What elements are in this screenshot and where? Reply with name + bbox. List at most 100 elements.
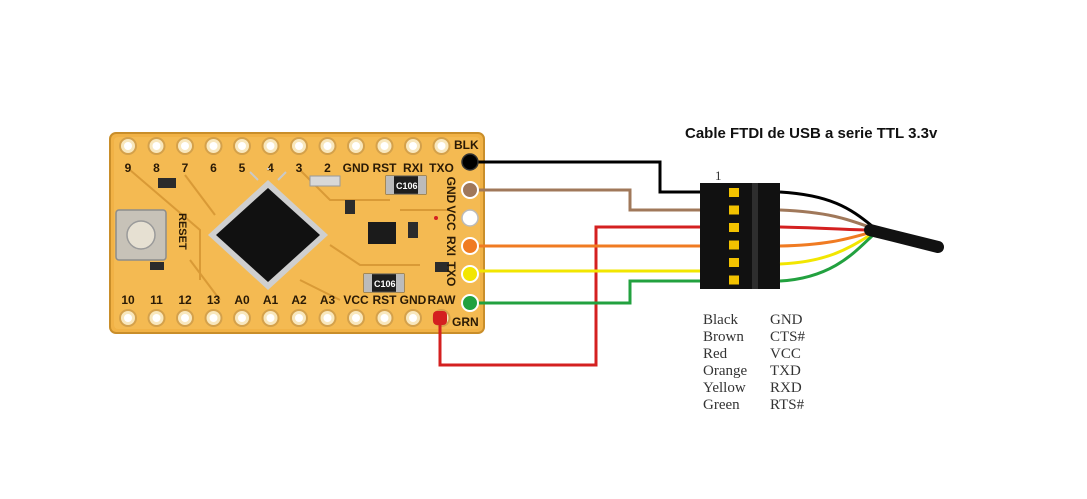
pin-hole-center <box>295 142 303 150</box>
bottom-pin-label: 13 <box>207 293 221 307</box>
top-pin-label: 3 <box>296 161 303 175</box>
pin-hole-center <box>152 142 161 150</box>
wire-color-legend: Black GND Brown CTS# Red VCC Orange TXD Yellow RX… <box>703 312 806 413</box>
microcontroller-chip <box>208 168 328 290</box>
legend-signal: RXD <box>770 380 802 396</box>
smd-component <box>435 262 449 272</box>
smd-component <box>345 200 355 214</box>
wire-label-grn: GRN <box>452 315 479 329</box>
smd-component <box>408 222 418 238</box>
pin-hole-center <box>124 314 132 322</box>
pin-hole-center <box>152 314 161 322</box>
pin-hole-center <box>238 142 246 150</box>
reset-label: RESET <box>176 213 188 250</box>
bottom-pin-label: A0 <box>234 293 250 307</box>
top-pin-label: 8 <box>153 161 160 175</box>
side-pin-label: RXI <box>444 236 458 256</box>
ftdi-connector: 1 <box>700 168 780 289</box>
pin-hole-center <box>295 314 303 322</box>
bottom-pin-label: VCC <box>343 293 369 307</box>
legend-color: Red <box>703 346 728 362</box>
legend-color: Orange <box>703 363 747 379</box>
pin-hole-center <box>124 142 132 150</box>
ftdi-cable <box>779 190 944 283</box>
pin-hole-center <box>409 142 417 150</box>
legend-signal: RTS# <box>770 397 805 413</box>
pin-hole-center <box>181 142 189 150</box>
connector-slot <box>729 188 739 197</box>
top-pin-label: GND <box>343 161 370 175</box>
side-pin-label: VCC <box>444 205 458 231</box>
bottom-pin-label: A1 <box>263 293 279 307</box>
capacitor-label: C106 <box>396 181 418 191</box>
orange-terminal <box>461 237 479 255</box>
led <box>434 216 438 220</box>
pin-hole-center <box>266 142 275 150</box>
pin-hole-center <box>238 314 246 322</box>
bottom-pin-label: 10 <box>121 293 135 307</box>
pin-hole-center <box>323 142 332 150</box>
top-pin-label: RST <box>373 161 398 175</box>
pin-hole-center <box>437 142 446 150</box>
pin-hole-center <box>380 314 389 322</box>
brown-terminal <box>461 181 479 199</box>
connector-slot <box>729 240 739 250</box>
legend-color: Black <box>703 312 738 328</box>
bottom-pin-holes <box>119 309 451 327</box>
bottom-pin-label: RAW <box>428 293 457 307</box>
bottom-pin-label: GND <box>400 293 427 307</box>
red-wire <box>438 225 700 367</box>
black-wire <box>470 160 700 194</box>
pin-hole-center <box>209 314 218 322</box>
pin-hole-center <box>209 142 218 150</box>
connector-slot <box>729 223 739 232</box>
green-terminal <box>461 294 479 312</box>
connector-slot <box>729 275 739 285</box>
yellow-terminal <box>461 265 479 283</box>
regulator <box>368 222 396 244</box>
side-terminals <box>433 153 479 325</box>
top-pin-label: 2 <box>324 161 331 175</box>
side-pin-label: TXO <box>444 262 458 287</box>
pin-one-marker: 1 <box>715 168 722 183</box>
capacitor-top: C106 <box>385 175 427 195</box>
legend-signal: TXD <box>770 363 801 379</box>
bottom-pin-label: 12 <box>178 293 192 307</box>
legend-signal: GND <box>770 312 803 328</box>
crystal <box>309 175 341 187</box>
pin-hole-center <box>181 314 189 322</box>
pin-hole-center <box>352 314 360 322</box>
top-pin-label: RXI <box>403 161 423 175</box>
black-terminal <box>461 153 479 171</box>
capacitor-label: C106 <box>374 279 396 289</box>
legend-color: Brown <box>703 329 744 345</box>
pin-hole-center <box>380 142 389 150</box>
legend-color: Yellow <box>703 380 746 396</box>
red-terminal <box>433 311 447 325</box>
brown-wire <box>470 188 700 212</box>
top-pin-label: 5 <box>239 161 246 175</box>
top-pin-label: 6 <box>210 161 217 175</box>
pin-hole-center <box>352 142 360 150</box>
legend-color: Green <box>703 397 740 413</box>
connector-slot <box>729 205 739 215</box>
side-pin-label: GND <box>444 177 458 204</box>
vcc-terminal <box>461 209 479 227</box>
wire-label-blk: BLK <box>454 138 479 152</box>
wires <box>438 160 700 367</box>
top-pin-label: TXO <box>429 161 454 175</box>
green-wire <box>470 279 700 305</box>
legend-signal: CTS# <box>770 329 806 345</box>
connector-slot <box>729 258 739 267</box>
bottom-pin-label: 11 <box>150 293 163 307</box>
capacitor-bottom: C106 <box>363 273 405 293</box>
bottom-pin-label: A3 <box>320 293 336 307</box>
top-pin-label: 7 <box>182 161 189 175</box>
legend-signal: VCC <box>770 346 801 362</box>
bottom-pin-label: A2 <box>291 293 307 307</box>
